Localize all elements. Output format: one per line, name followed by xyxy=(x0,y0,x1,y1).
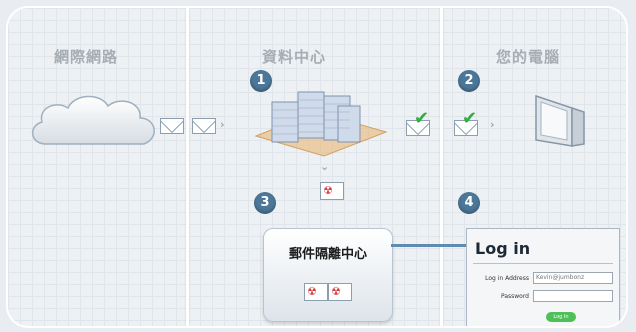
step-badge-1: 1 xyxy=(250,70,272,92)
password-field[interactable] xyxy=(533,290,613,302)
login-address-label: Log in Address xyxy=(485,275,529,282)
envelope-icon xyxy=(192,118,216,134)
quarantined-message-icon: ☢ xyxy=(328,283,352,301)
envelope-icon xyxy=(454,120,478,136)
biohazard-icon: ☢ xyxy=(307,285,317,298)
login-button[interactable]: Log In xyxy=(546,312,576,322)
server-icon xyxy=(254,91,388,157)
password-label: Password xyxy=(500,293,529,300)
datacenter-title: 資料中心 xyxy=(262,48,327,66)
internet-title: 網際網路 xyxy=(54,48,119,66)
column-divider-left xyxy=(186,8,189,326)
step-badge-2: 2 xyxy=(458,70,480,92)
diagram-panel: 網際網路 資料中心 您的電腦 › 1 xyxy=(6,6,628,328)
quarantine-center-box: 郵件隔離中心 ☢ ☢ xyxy=(263,228,393,322)
envelope-icon xyxy=(160,118,184,134)
step-badge-4: 4 xyxy=(458,192,480,214)
cloud-icon xyxy=(32,95,155,145)
envelope-icon xyxy=(406,120,430,136)
login-window: Log in Log in Address Kevin@jumbonz Pass… xyxy=(466,228,620,326)
check-icon: ✔ xyxy=(462,108,478,129)
login-title: Log in xyxy=(475,239,531,258)
column-divider-right xyxy=(440,8,443,326)
login-address-field[interactable]: Kevin@jumbonz xyxy=(533,272,613,284)
check-icon: ✔ xyxy=(414,108,430,129)
down-arrow-icon: ⌄ xyxy=(320,160,330,173)
biohazard-icon: ☢ xyxy=(331,285,341,298)
connector-line xyxy=(391,244,466,247)
login-divider xyxy=(473,263,613,264)
quarantine-title: 郵件隔離中心 xyxy=(288,247,367,262)
flow-arrow-icon: › xyxy=(490,118,495,131)
step-badge-3: 3 xyxy=(254,192,276,214)
quarantined-message-icon: ☢ xyxy=(304,283,328,301)
computer-title: 您的電腦 xyxy=(496,48,561,66)
quarantined-message-icon: ☢ xyxy=(320,182,344,200)
biohazard-icon: ☢ xyxy=(323,184,333,197)
monitor-icon xyxy=(535,94,585,147)
flow-arrow-icon: › xyxy=(220,118,225,131)
